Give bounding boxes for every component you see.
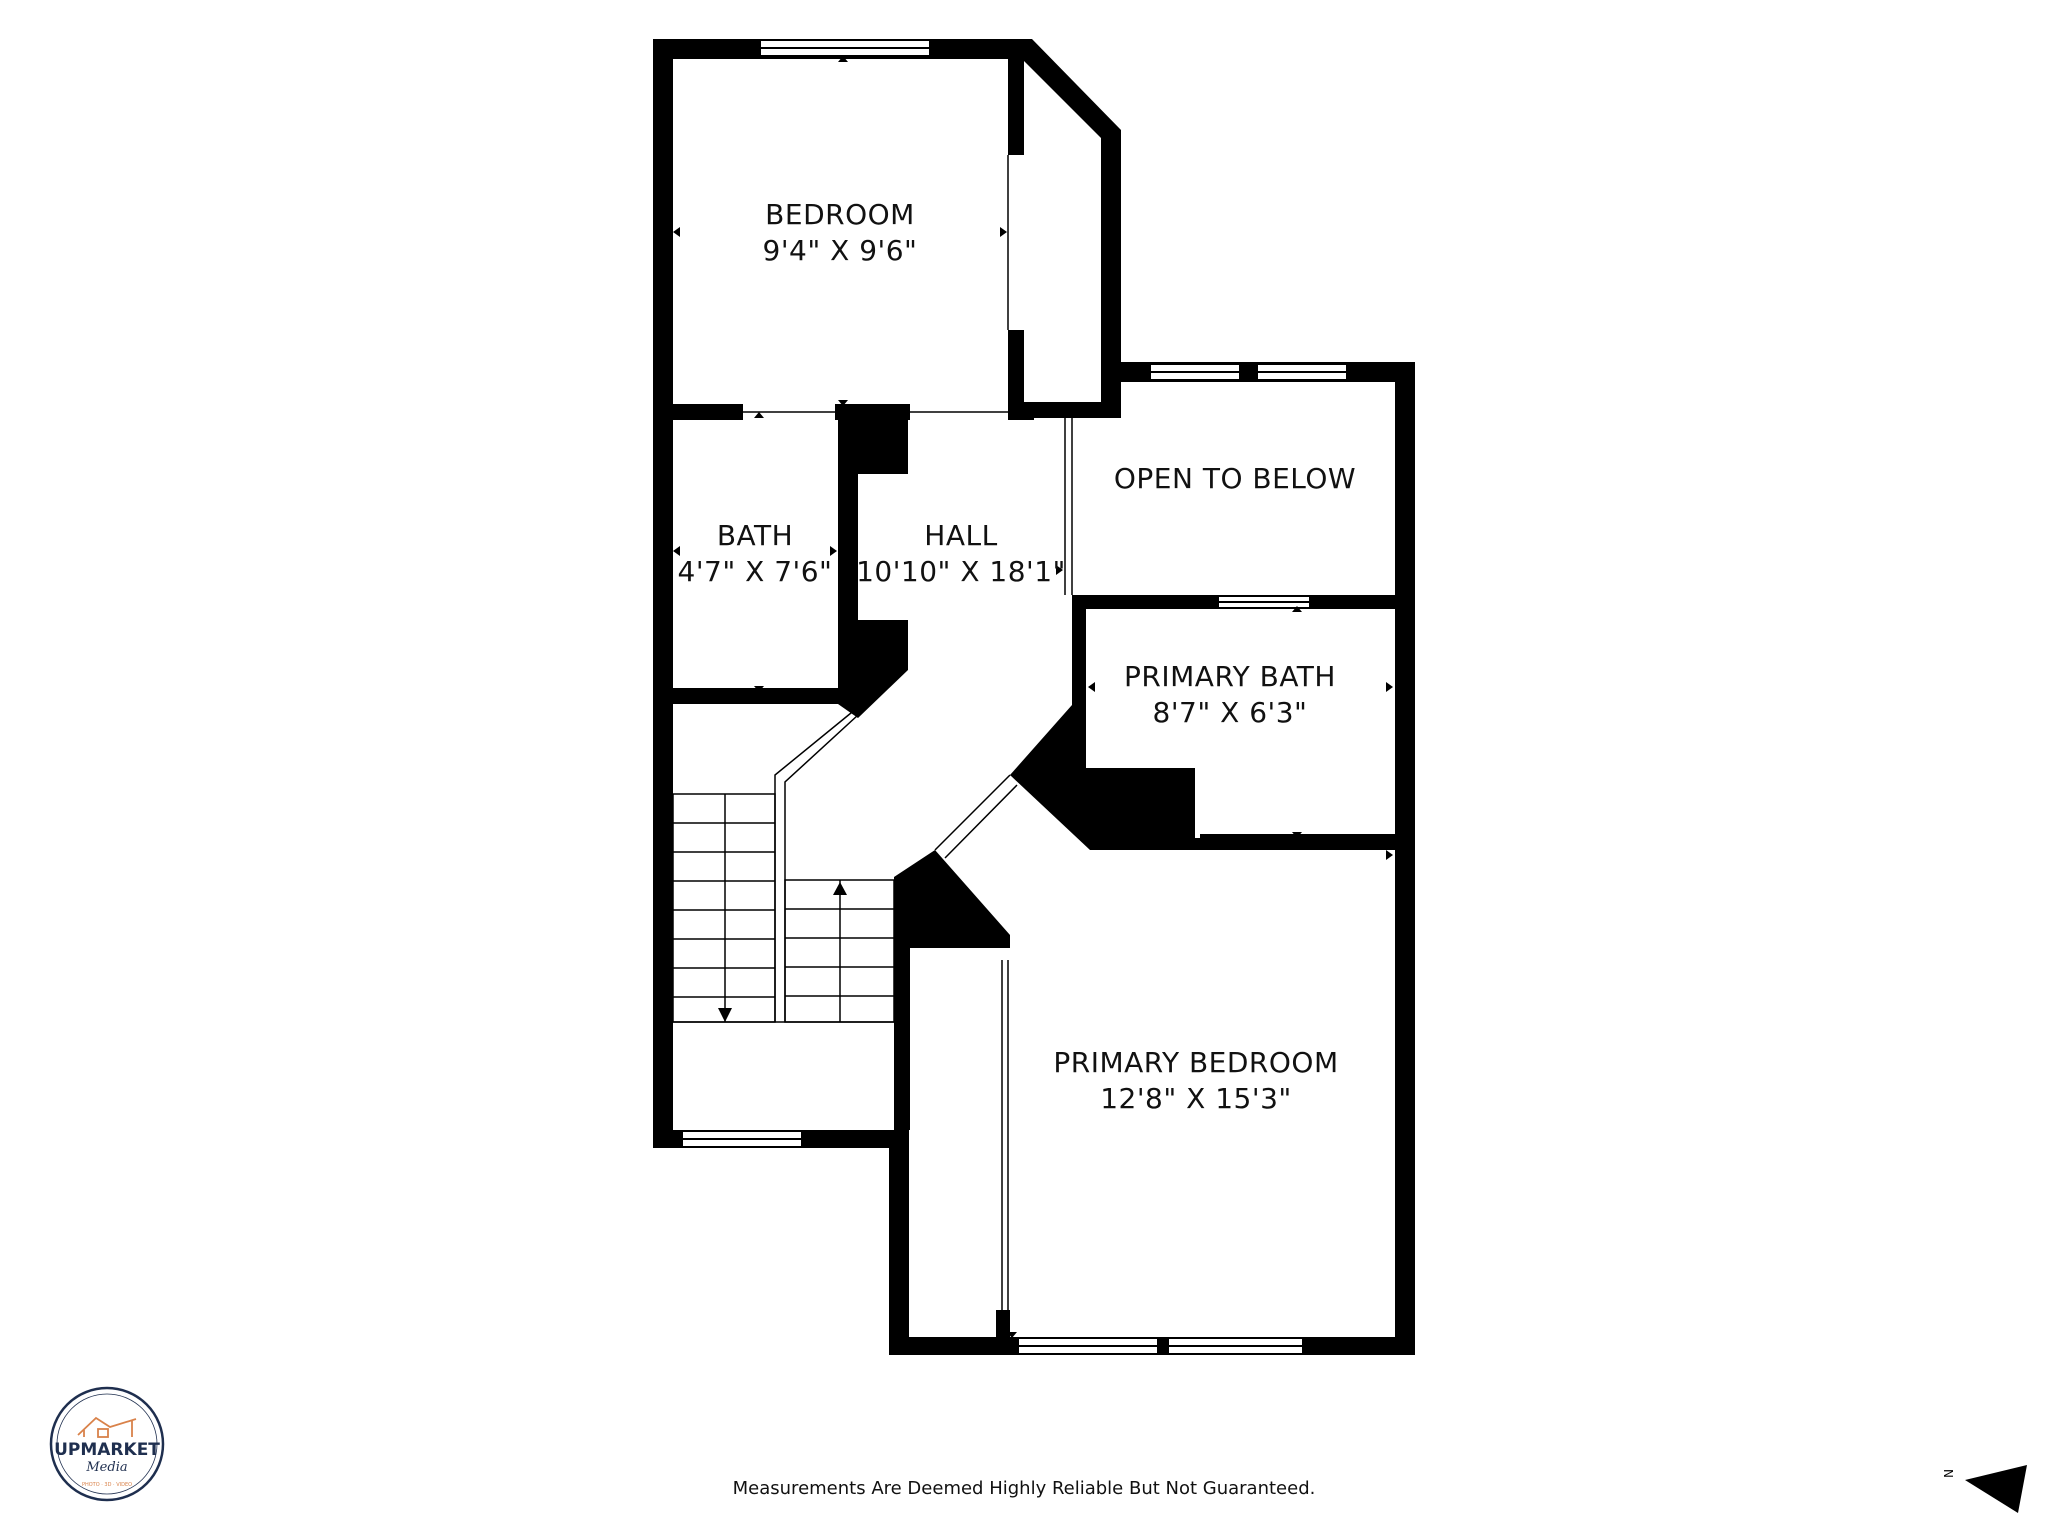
dimension-ticks	[673, 56, 1393, 1338]
open-to-below-name: OPEN TO BELOW	[1114, 462, 1356, 495]
stair-arrows	[718, 882, 847, 1022]
north-label: N	[1941, 1469, 1955, 1478]
windows	[681, 39, 1348, 1355]
staircase	[672, 703, 895, 1023]
bedroom-size: 9'4" X 9'6"	[763, 234, 918, 267]
north-arrow-icon: N	[1941, 1465, 2027, 1513]
hall-size: 10'10" X 18'1"	[856, 555, 1066, 588]
logo-brand: UPMARKET	[54, 1440, 160, 1460]
hall-name: HALL	[924, 519, 997, 552]
primary-bath-name: PRIMARY BATH	[1124, 660, 1336, 693]
upmarket-media-logo: UPMARKET Media PHOTO · 3D · VIDEO	[49, 1386, 165, 1502]
logo-tagline: PHOTO · 3D · VIDEO	[82, 1482, 132, 1488]
openings	[743, 155, 1293, 1310]
bath-size: 4'7" X 7'6"	[678, 555, 833, 588]
primary-bedroom-name: PRIMARY BEDROOM	[1053, 1046, 1338, 1079]
disclaimer-text: Measurements Are Deemed Highly Reliable …	[732, 1478, 1316, 1499]
logo-sub: Media	[85, 1460, 127, 1475]
house-icon	[77, 1416, 137, 1438]
bedroom-name: BEDROOM	[765, 198, 915, 231]
bath-name: BATH	[717, 519, 793, 552]
primary-bedroom-size: 12'8" X 15'3"	[1100, 1082, 1292, 1115]
primary-bath-size: 8'7" X 6'3"	[1153, 696, 1308, 729]
